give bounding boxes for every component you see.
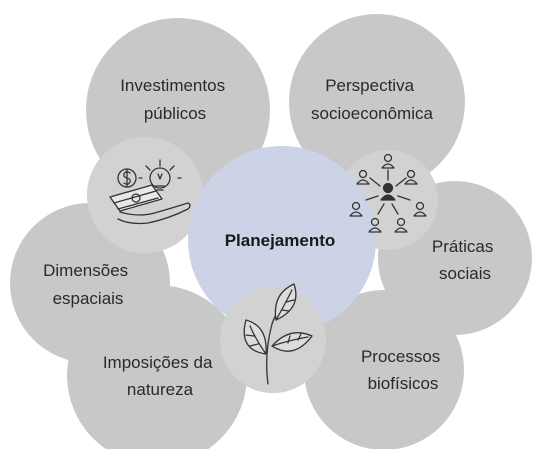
node-circle-perspectiva [289, 14, 465, 190]
node-label-dimensoes: Dimensões espaciais [43, 261, 133, 308]
node-label-perspectiva: Perspectiva socioeconômica [311, 76, 433, 123]
network-people-icon [349, 153, 427, 233]
money-hand-icon [109, 159, 191, 225]
icon-bubble-leaves-front [220, 287, 326, 393]
center-label: Planejamento [225, 231, 336, 250]
node-label-investimentos: Investimentos públicos [120, 76, 230, 123]
node-label-praticas: Práticas sociais [432, 237, 498, 283]
center-circle [188, 146, 376, 334]
node-label-processos: Processos biofísicos [361, 347, 445, 393]
node-label-imposicoes: Imposições da natureza [103, 353, 217, 399]
node-circle-processos [304, 290, 464, 449]
leaves-icon [243, 283, 313, 385]
